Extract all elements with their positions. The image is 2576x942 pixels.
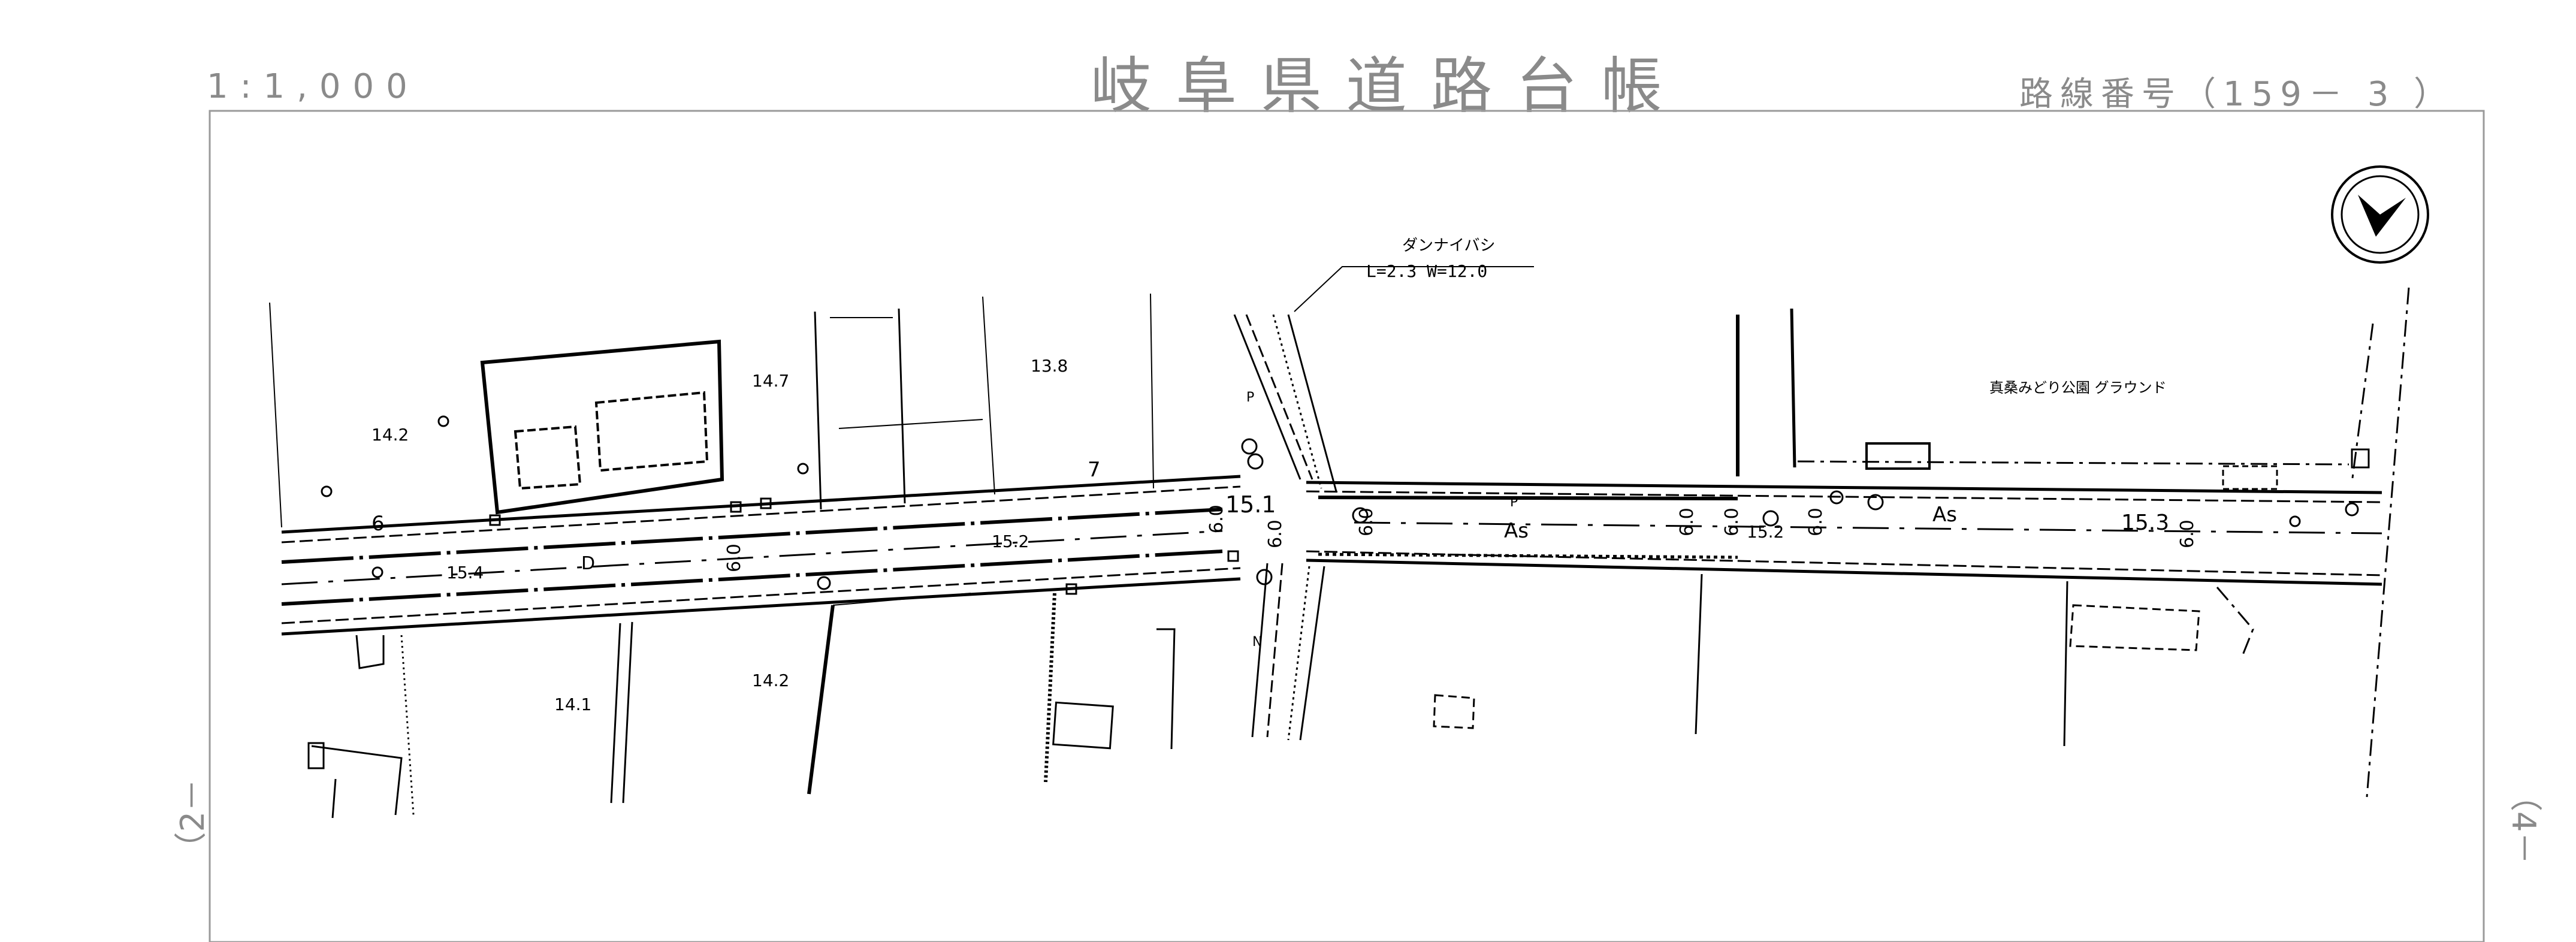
map-frame bbox=[209, 110, 2485, 942]
elevation-labels: 14.2 14.7 13.8 15.4 15.2 14.1 14.2 15.1 … bbox=[372, 356, 2169, 714]
width-label: 6.0 bbox=[1805, 508, 1826, 536]
elevation-label: 15.2 bbox=[1747, 522, 1784, 542]
telephone-pole-icon bbox=[1352, 507, 1369, 524]
elevation-label: 13.8 bbox=[1031, 356, 1068, 376]
north-arrow-icon bbox=[2331, 165, 2429, 264]
pavement-label: As bbox=[1932, 503, 1957, 527]
elevation-label: 14.2 bbox=[372, 425, 409, 445]
lane-mark: P bbox=[1510, 495, 1518, 510]
elevation-label: 15.3 bbox=[2121, 511, 2169, 535]
width-label: 6.0 bbox=[1722, 508, 1743, 536]
utility-pole-icon bbox=[372, 566, 383, 578]
elevation-label: 14.1 bbox=[554, 695, 591, 714]
road-labels: As As 6 7 P P N D 6.0 6.0 6.0 6.0 6.0 6.… bbox=[372, 390, 2198, 650]
elevation-label: 14.2 bbox=[752, 671, 789, 690]
telephone-pole-icon bbox=[1256, 569, 1273, 585]
utility-pole-icon bbox=[797, 463, 809, 475]
scale-label: 1:1,000 bbox=[207, 67, 419, 106]
width-label: 6.0 bbox=[1677, 508, 1698, 536]
elevation-label: 15.4 bbox=[446, 563, 484, 582]
fire-hydrant-icon bbox=[760, 497, 772, 509]
lots-south bbox=[307, 593, 1176, 819]
adjacent-sheet-right: （4－ bbox=[2505, 779, 2542, 865]
lane-mark: 6 bbox=[372, 512, 385, 536]
width-label: 6.0 bbox=[2177, 520, 2198, 548]
fire-hydrant-icon bbox=[489, 514, 501, 526]
bridge-name: ダンナイバシ bbox=[1402, 237, 1495, 255]
elevation-label: 15.2 bbox=[992, 532, 1029, 551]
lane-mark: P bbox=[1246, 390, 1254, 405]
telephone-pole-icon bbox=[1241, 438, 1258, 455]
telephone-pole-icon bbox=[1247, 453, 1264, 470]
elevation-label: 15.1 bbox=[1225, 491, 1276, 518]
width-label: 6.0 bbox=[724, 544, 745, 572]
fire-hydrant-icon bbox=[730, 501, 742, 513]
river-channel bbox=[1233, 266, 1534, 741]
park-name: 真桑みどり公園 グラウンド bbox=[1989, 379, 2167, 396]
width-label: 6.0 bbox=[1265, 520, 1286, 548]
utility-pole-icon bbox=[321, 485, 333, 497]
width-label: 6.0 bbox=[1206, 505, 1227, 533]
bridge-dimensions: L=2.3 W=12.0 bbox=[1366, 261, 1487, 281]
utility-pole-icon bbox=[2289, 515, 2301, 527]
lane-mark: N bbox=[1252, 635, 1262, 650]
pavement-label: As bbox=[1504, 519, 1529, 543]
manhole-icon bbox=[817, 576, 831, 590]
buildings-north bbox=[269, 293, 1154, 528]
utility-pole-icon bbox=[437, 415, 449, 427]
park-boundary bbox=[1433, 287, 2410, 798]
parking-icon bbox=[2351, 448, 2370, 469]
manhole-icon bbox=[1829, 490, 1844, 505]
lane-mark: 7 bbox=[1088, 458, 1101, 482]
telephone-pole-icon bbox=[1762, 510, 1779, 527]
fire-hydrant-icon bbox=[1227, 550, 1239, 562]
route-number: 路線番号（159－ 3 ） bbox=[2019, 75, 2455, 114]
lane-mark: D bbox=[581, 553, 595, 574]
main-road-east bbox=[1306, 481, 2382, 586]
utility-symbols bbox=[321, 415, 2370, 595]
fire-hydrant-icon bbox=[1065, 583, 1077, 595]
manhole-icon bbox=[2345, 502, 2359, 517]
telephone-pole-icon bbox=[1867, 494, 1884, 511]
elevation-label: 14.7 bbox=[752, 371, 789, 391]
